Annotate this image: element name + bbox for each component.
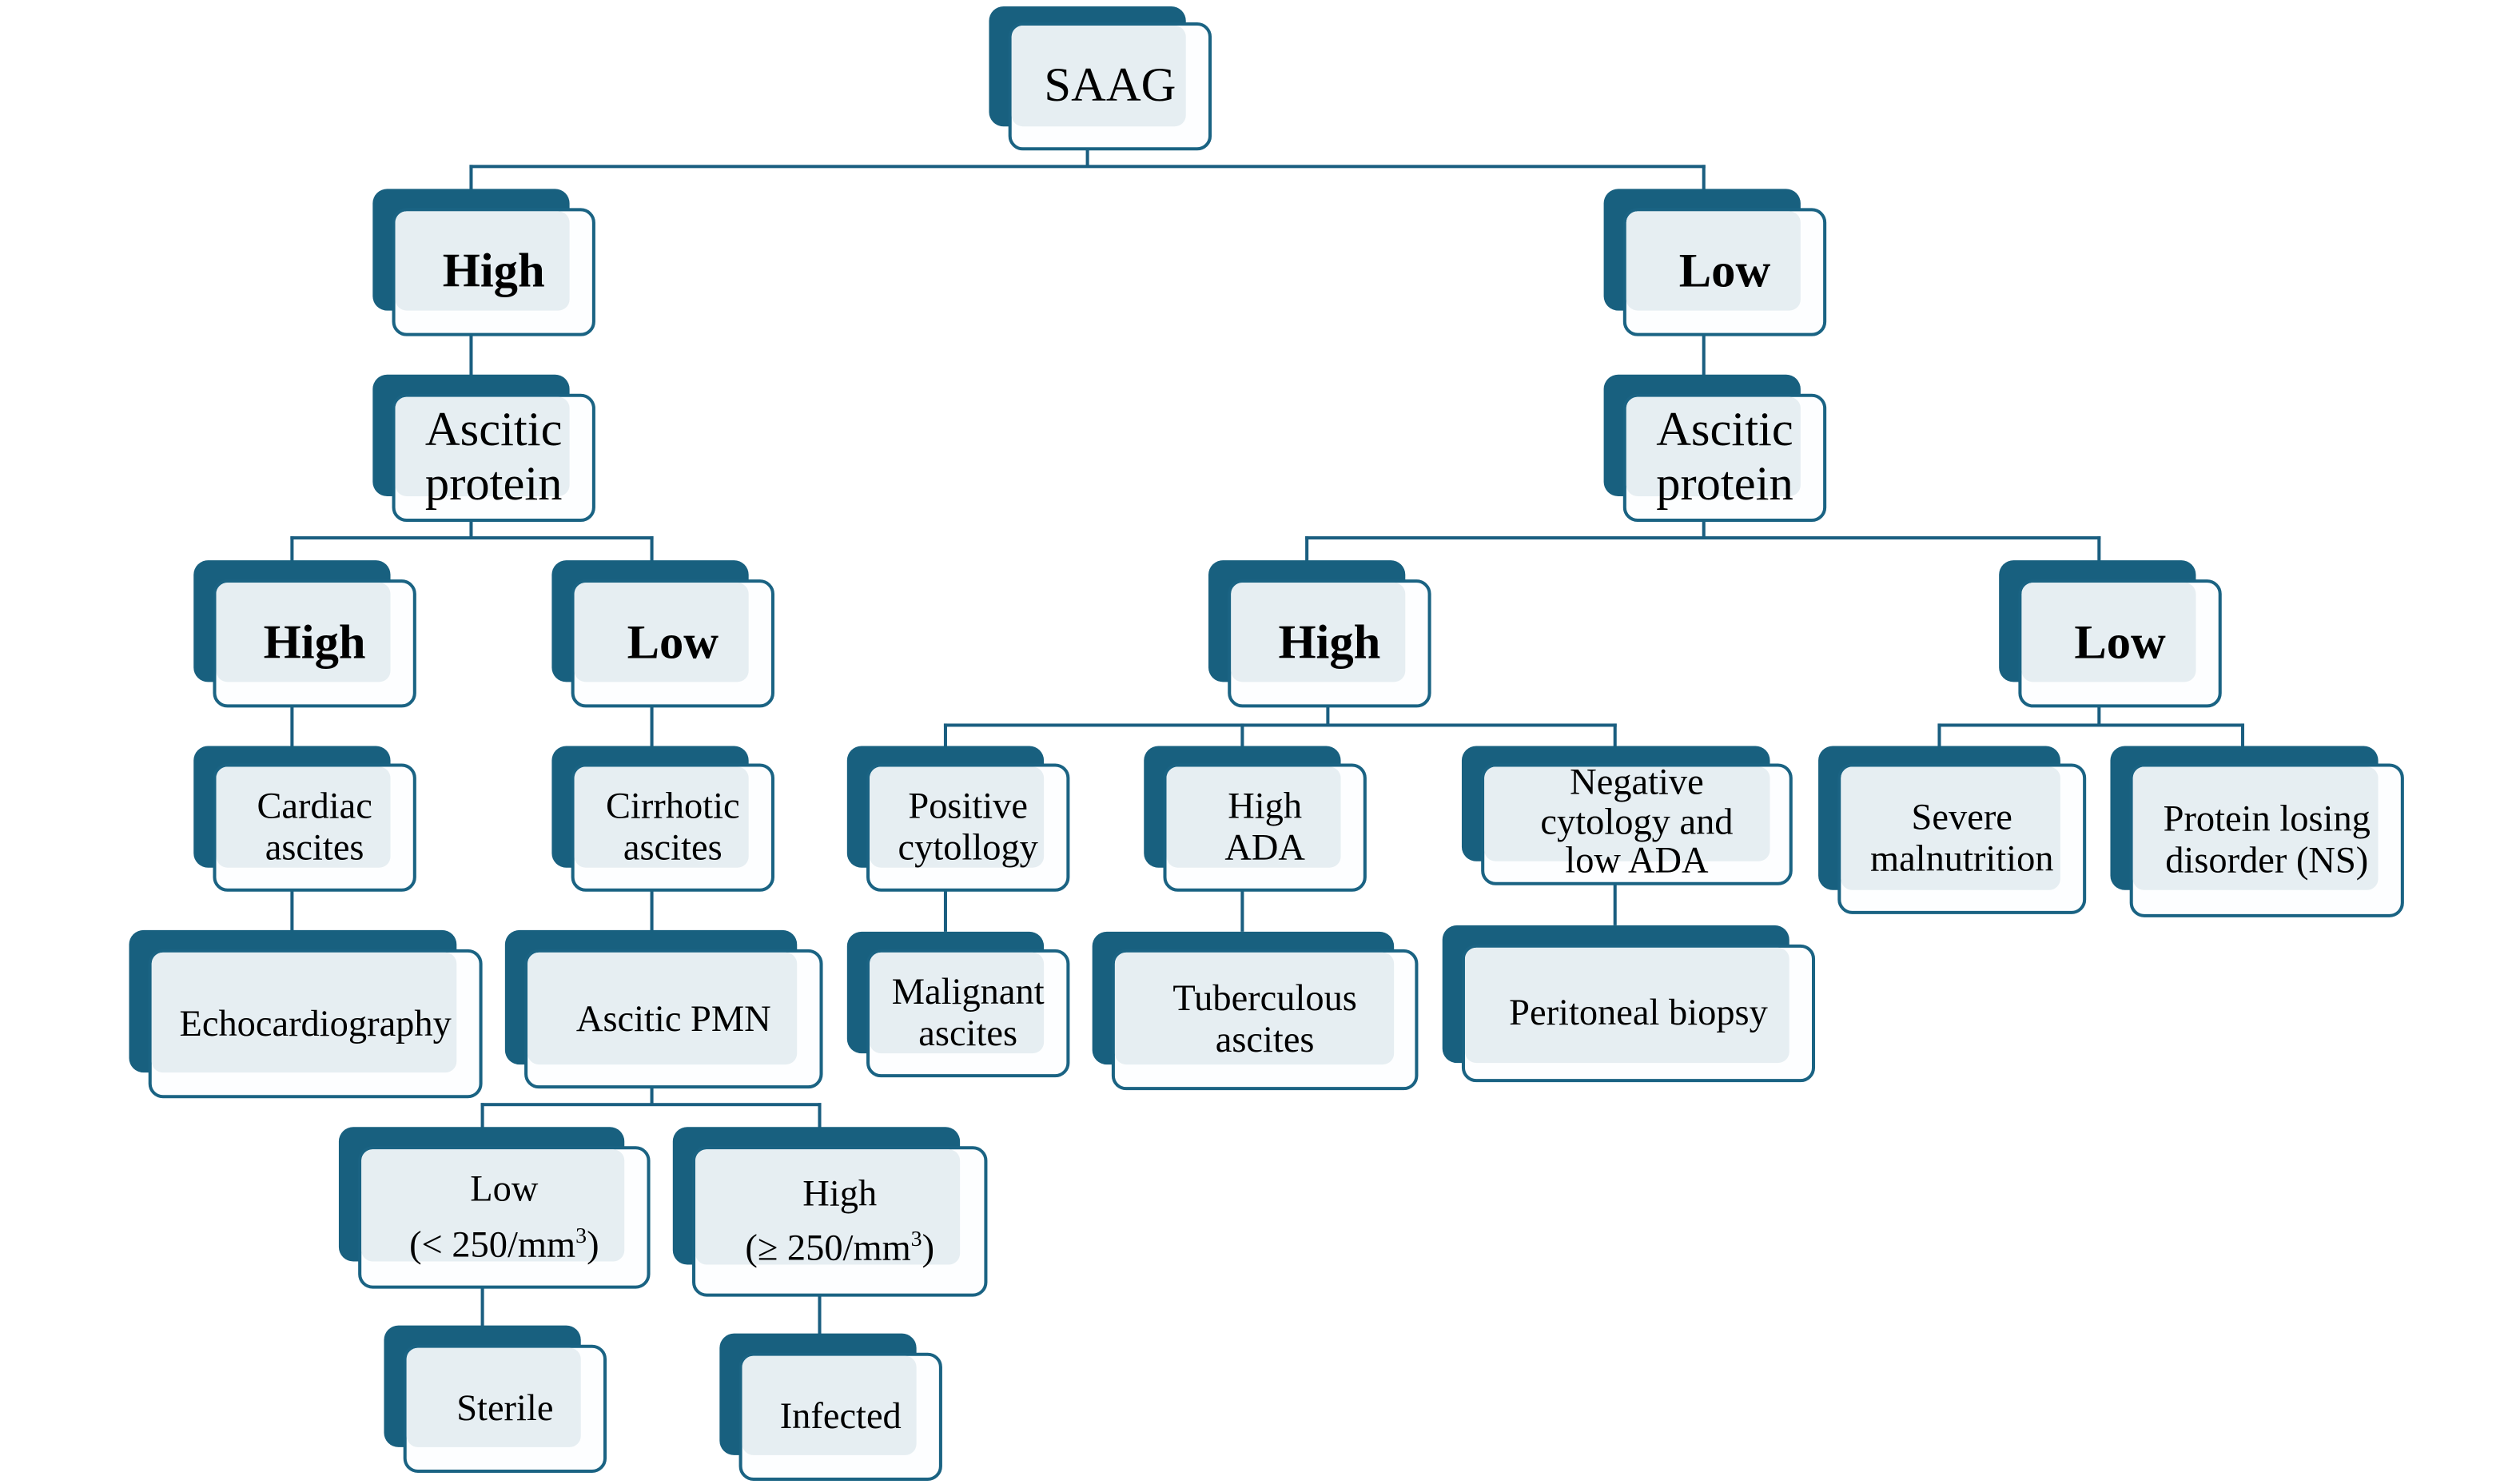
saag-low-label: Low xyxy=(1678,245,1771,299)
cirrhotic-ascites-label: Cirrhotic ascites xyxy=(605,786,740,868)
connector xyxy=(650,704,654,750)
pmn-high-threshold-text: (≥ 250/mm xyxy=(745,1227,911,1268)
sterile-label: Sterile xyxy=(456,1388,554,1429)
protein-high-right-label: High xyxy=(1278,616,1381,670)
pmn-high-close: ) xyxy=(922,1227,935,1268)
connector xyxy=(290,889,294,932)
negative-cytology-label: Negative cytology and low ADA xyxy=(1540,762,1734,881)
connector xyxy=(1240,723,1244,750)
connector xyxy=(1305,536,2101,540)
connector xyxy=(290,704,294,750)
connector xyxy=(1937,723,1941,746)
connector xyxy=(1702,165,1706,194)
connector xyxy=(1326,704,1330,726)
connector xyxy=(480,1103,822,1107)
connector xyxy=(2097,536,2101,563)
connector xyxy=(818,1293,822,1335)
pmn-high-title: High xyxy=(802,1172,878,1213)
cardiac-ascites-label: Cardiac ascites xyxy=(257,786,372,868)
ascitic-pmn-label: Ascitic PMN xyxy=(575,998,771,1039)
pmn-low-threshold-text: (< 250/mm xyxy=(409,1223,576,1264)
connector xyxy=(1305,536,1309,563)
infected-label: Infected xyxy=(779,1396,902,1437)
protein-high-left-label: High xyxy=(263,616,366,670)
connector xyxy=(480,1285,484,1327)
ascitic-protein-left-label: Ascitic protein xyxy=(424,404,563,511)
saag-label: SAAG xyxy=(1044,59,1176,113)
pmn-high-threshold: (≥ 250/mm3) xyxy=(745,1221,934,1276)
protein-low-right-label: Low xyxy=(2074,616,2166,670)
connector xyxy=(469,519,473,539)
connector xyxy=(2240,723,2245,746)
connector xyxy=(469,332,473,378)
tuberculous-ascites-label: Tuberculous ascites xyxy=(1172,978,1357,1060)
connector xyxy=(2097,704,2101,726)
positive-cytology-label: Positive cytollogy xyxy=(898,786,1038,868)
connector xyxy=(650,889,654,932)
connector xyxy=(818,1103,822,1129)
connector xyxy=(1702,332,1706,378)
saag-high-label: High xyxy=(442,245,545,299)
pmn-low-superscript: 3 xyxy=(575,1223,587,1247)
high-ada-label: High ADA xyxy=(1224,786,1305,868)
connector xyxy=(943,723,947,750)
connector xyxy=(943,723,1617,727)
pmn-low-threshold: (< 250/mm3) xyxy=(409,1217,599,1272)
connector xyxy=(650,536,654,563)
connector xyxy=(290,536,294,563)
connector xyxy=(1937,723,2245,727)
protein-losing-disorder-label: Protein losing disorder (NS) xyxy=(2163,799,2371,881)
connector xyxy=(650,1085,654,1105)
malignant-ascites-label: Malignant ascites xyxy=(891,972,1045,1054)
connector xyxy=(469,165,1706,169)
pmn-low-title: Low xyxy=(470,1168,539,1209)
pmn-high-label: High (≥ 250/mm3) xyxy=(692,1146,987,1296)
connector xyxy=(480,1103,484,1129)
pmn-high-superscript: 3 xyxy=(910,1227,922,1251)
connector xyxy=(290,536,654,540)
peritoneal-biopsy-label: Peritoneal biopsy xyxy=(1509,993,1768,1033)
connector xyxy=(469,165,473,194)
connector xyxy=(1613,723,1617,750)
ascitic-protein-right-label: Ascitic protein xyxy=(1656,404,1793,511)
connector xyxy=(1085,147,1089,167)
connector xyxy=(1702,519,1706,539)
connector xyxy=(1240,889,1244,932)
pmn-low-close: ) xyxy=(587,1223,599,1264)
protein-low-left-label: Low xyxy=(627,616,719,670)
severe-malnutrition-label: Severe malnutrition xyxy=(1869,798,2054,879)
connector xyxy=(943,889,947,932)
echocardiography-label: Echocardiography xyxy=(179,1003,452,1044)
pmn-low-label: Low (< 250/mm3) xyxy=(358,1146,650,1288)
connector xyxy=(1613,883,1617,925)
